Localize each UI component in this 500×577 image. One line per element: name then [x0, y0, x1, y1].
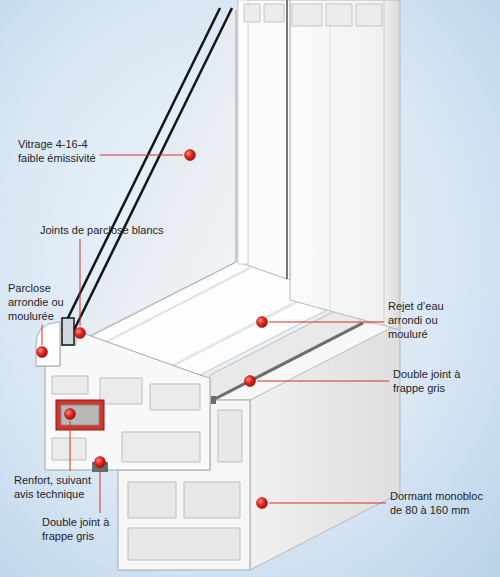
sash-section [36, 334, 210, 471]
sash-vertical [238, 0, 290, 280]
callout-dot [257, 498, 268, 509]
callout-dot [257, 317, 268, 328]
callout-dot [245, 376, 256, 387]
callout-dot [75, 328, 86, 339]
callout-dot [95, 457, 106, 468]
callout-label: Renfort, suivant avis technique [14, 474, 102, 502]
reinforcement [56, 400, 104, 430]
leader-line [80, 239, 81, 326]
glass-section [62, 318, 74, 345]
leader-line [42, 325, 43, 346]
gasket-section [211, 396, 216, 404]
glazing-bead-vertical [238, 0, 248, 264]
glass-pane [74, 8, 238, 339]
sash-chambers [52, 376, 200, 462]
callout-label: Parclose arrondie ou moulurée [8, 282, 72, 323]
leader-line [70, 421, 71, 471]
callout-label: Rejet d’eau arrondi ou mouluré [388, 300, 460, 341]
leader-line [269, 322, 384, 323]
callout-label: Dormant monobloc de 80 à 160 mm [390, 490, 495, 518]
dormant-vertical-line [330, 0, 331, 311]
gasket-vertical [286, 0, 288, 279]
callout-label: Vitrage 4-16-4 faible émissivité [18, 138, 110, 166]
callout-label: Double joint à frappe gris [393, 368, 483, 396]
spacer-line [236, 10, 237, 262]
reinforcement-core [61, 405, 99, 425]
glass-edge [74, 8, 232, 330]
spacer-line [90, 262, 236, 336]
callout-dot [185, 150, 196, 161]
callout-label: Double joint à frappe gris [42, 516, 114, 544]
leader-line [269, 503, 386, 504]
callout-label: Joints de parclose blancs [40, 224, 164, 238]
dormant-vertical-line [384, 0, 385, 326]
leader-line [100, 469, 101, 513]
leader-line [100, 155, 183, 156]
callout-dot [37, 347, 48, 358]
profile-chambers-top [244, 4, 382, 26]
callout-dot [65, 409, 76, 420]
dormant-vertical [290, 0, 400, 330]
glazing-bead [36, 322, 60, 366]
leader-line [257, 381, 389, 382]
